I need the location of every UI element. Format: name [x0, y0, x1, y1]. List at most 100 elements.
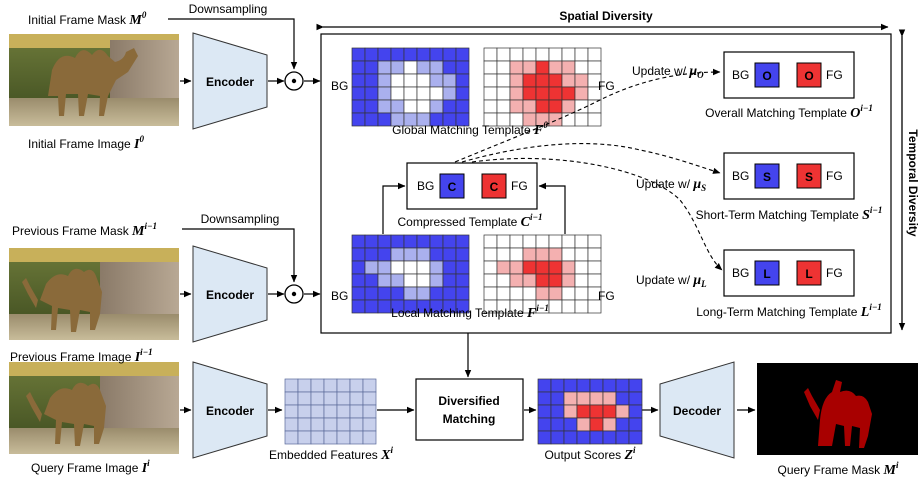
grid-cell	[284, 417, 299, 432]
svg-text:O: O	[762, 69, 771, 83]
grid-cell	[336, 417, 351, 432]
grid-cell	[390, 286, 405, 301]
update-long-term-label: Update w/ μL	[636, 273, 707, 289]
grid-cell	[548, 60, 563, 75]
grid-cell	[377, 247, 392, 262]
grid-cell	[574, 234, 589, 249]
grid-cell	[561, 99, 576, 114]
grid-cell	[587, 47, 602, 62]
grid-cell	[587, 299, 602, 314]
grid-cell	[416, 73, 431, 88]
grid-cell	[535, 60, 550, 75]
grid-cell	[442, 60, 457, 75]
svg-text:C: C	[448, 180, 457, 194]
grid-cell	[563, 404, 578, 419]
grid-cell	[563, 391, 578, 406]
svg-text:S: S	[805, 170, 813, 184]
diversified-matching-block: Diversified Matching	[415, 378, 524, 441]
grid-cell	[574, 247, 589, 262]
svg-text:BG: BG	[417, 179, 434, 193]
grid-cell	[403, 60, 418, 75]
grid-cell	[364, 86, 379, 101]
grid-cell	[574, 260, 589, 275]
grid-cell	[615, 391, 630, 406]
grid-cell	[416, 234, 431, 249]
grid-cell	[576, 404, 591, 419]
grid-cell	[561, 260, 576, 275]
grid-cell	[561, 73, 576, 88]
grid-cell	[522, 234, 537, 249]
grid-cell	[362, 378, 377, 393]
grid-cell	[377, 47, 392, 62]
grid-cell	[522, 73, 537, 88]
grid-cell	[362, 430, 377, 445]
grid-cell	[390, 60, 405, 75]
grid-cell	[576, 417, 591, 432]
grid-cell	[403, 234, 418, 249]
grid-cell	[561, 60, 576, 75]
grid-cell	[587, 99, 602, 114]
compressed-template: BG C C FG	[406, 162, 538, 210]
grid-cell	[429, 86, 444, 101]
grid-cell	[522, 286, 537, 301]
grid-cell	[483, 60, 498, 75]
grid-cell	[550, 391, 565, 406]
global-fg-label: FG	[598, 79, 615, 93]
svg-text:Encoder: Encoder	[206, 288, 254, 302]
grid-cell	[509, 99, 524, 114]
grid-cell	[364, 99, 379, 114]
grid-cell	[351, 73, 366, 88]
grid-cell	[364, 234, 379, 249]
grid-cell	[535, 260, 550, 275]
grid-cell	[496, 86, 511, 101]
grid-cell	[310, 430, 325, 445]
grid-cell	[522, 99, 537, 114]
grid-cell	[535, 273, 550, 288]
update-dashed-arrows	[454, 68, 723, 271]
grid-cell	[548, 286, 563, 301]
grid-cell	[390, 260, 405, 275]
embedded-features-grid	[284, 378, 377, 445]
grid-cell	[377, 299, 392, 314]
grid-cell	[574, 60, 589, 75]
grid-cell	[364, 112, 379, 127]
svg-text:BG: BG	[732, 266, 749, 280]
grid-cell	[589, 391, 604, 406]
grid-cell	[429, 273, 444, 288]
grid-cell	[362, 417, 377, 432]
elementwise-product-icon-1	[284, 71, 304, 91]
grid-cell	[522, 247, 537, 262]
grid-cell	[416, 99, 431, 114]
grid-cell	[390, 86, 405, 101]
grid-cell	[509, 286, 524, 301]
grid-cell	[522, 273, 537, 288]
global-template-bg-grid	[351, 47, 470, 127]
grid-cell	[416, 273, 431, 288]
grid-cell	[496, 60, 511, 75]
grid-cell	[574, 73, 589, 88]
svg-text:BG: BG	[732, 68, 749, 82]
previous-frame-image-label: Previous Frame Image Ii−1	[10, 347, 153, 365]
grid-cell	[390, 47, 405, 62]
previous-frame-mask-label: Previous Frame Mask Mi−1	[12, 221, 157, 239]
grid-cell	[351, 86, 366, 101]
grid-cell	[483, 247, 498, 262]
grid-cell	[284, 430, 299, 445]
grid-cell	[509, 234, 524, 249]
grid-cell	[535, 73, 550, 88]
grid-cell	[323, 378, 338, 393]
grid-cell	[416, 286, 431, 301]
grid-cell	[377, 112, 392, 127]
grid-cell	[550, 417, 565, 432]
grid-cell	[349, 404, 364, 419]
grid-cell	[442, 234, 457, 249]
grid-cell	[349, 430, 364, 445]
grid-cell	[548, 47, 563, 62]
grid-cell	[548, 73, 563, 88]
grid-cell	[522, 60, 537, 75]
grid-cell	[351, 299, 366, 314]
grid-cell	[364, 47, 379, 62]
query-frame-mask-label: Query Frame Mask Mi	[778, 460, 899, 478]
grid-cell	[537, 391, 552, 406]
